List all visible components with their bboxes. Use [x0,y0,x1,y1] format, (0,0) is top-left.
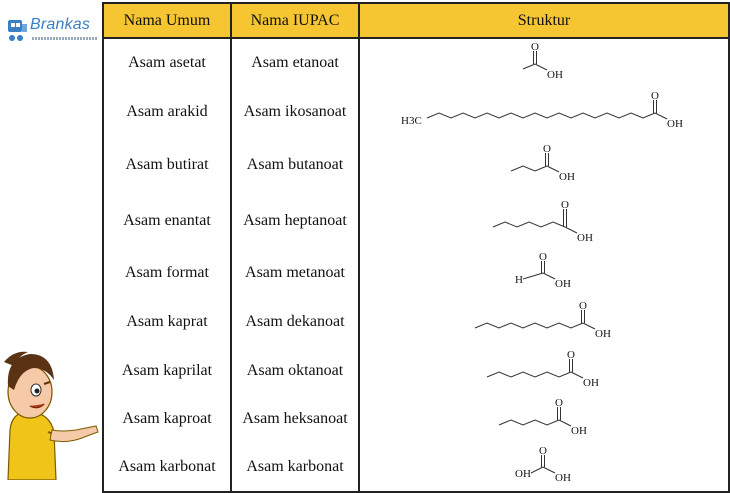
hydroxyl-label: OH [555,278,571,290]
structure-cell: O OH [358,297,730,347]
hydroxyl-label: OH [667,118,683,130]
hydroxyl-label: OH [559,171,575,183]
structure-diagram: O OH [492,199,593,243]
common-name-cell: Asam kaprat [102,297,232,347]
logo-text: Brankas [30,16,91,33]
bond-line [654,112,668,120]
hydroxyl-label: OH [577,232,593,243]
oxygen-label: O [555,397,563,409]
structure-diagram: OH O OH [515,445,571,484]
bond-line [546,165,560,173]
iupac-name-cell: Asam karbonat [230,443,360,493]
structure-cell: O OH [358,38,730,87]
brankas-logo-icon [8,20,27,41]
hydroxyl-label: OH [555,472,571,484]
structure-diagram: O OH [498,397,587,437]
carbon-chain [498,419,560,426]
bond-line [530,466,544,474]
oxygen-label: O [539,251,547,263]
oxygen-label: O [539,445,547,457]
bond-line [542,272,556,280]
logo-tagline [32,37,98,40]
structure-cell: O OH [358,395,730,443]
left-substituent-label: OH [515,468,531,480]
bond-line [534,63,548,71]
oxygen-label: O [561,199,569,211]
common-name-cell: Asam arakid [102,87,232,137]
bond-line [542,466,556,474]
carbon-chain [522,63,536,70]
structure-diagram: H3C O OH [401,90,683,130]
bond-line [582,322,596,330]
bond-line [570,371,584,379]
structure-cell: O OH [358,193,730,249]
bond-line [558,419,572,427]
iupac-name-cell: Asam heptanoat [230,193,360,249]
header-iupac-name: Nama IUPAC [230,2,360,39]
carbon-chain [426,112,656,119]
iupac-name-cell: Asam etanoat [230,38,360,87]
structure-diagram: O OH [522,41,563,81]
common-name-cell: Asam karbonat [102,443,232,493]
oxygen-label: O [579,300,587,312]
left-substituent-label: H [515,274,523,286]
structure-diagram: O OH [486,349,599,389]
oxygen-label: O [531,41,539,53]
hydroxyl-label: OH [595,328,611,340]
carbon-chain [492,221,566,228]
common-name-cell: Asam butirat [102,137,232,193]
methyl-label: H3C [401,115,422,127]
oxygen-label: O [567,349,575,361]
common-name-cell: Asam kaproat [102,395,232,443]
hydroxyl-label: OH [571,425,587,437]
header-common-name: Nama Umum [102,2,232,39]
table-header-row: Nama Umum Nama IUPAC Struktur [102,2,730,39]
structure-diagram: O OH [474,300,611,340]
iupac-name-cell: Asam dekanoat [230,297,360,347]
structure-diagram: O OH [510,143,575,183]
carbon-chain [486,371,572,378]
structure-cell: O OH [358,347,730,395]
iupac-name-cell: Asam metanoat [230,249,360,297]
common-name-cell: Asam enantat [102,193,232,249]
hydroxyl-label: OH [583,377,599,389]
iupac-name-cell: Asam heksanoat [230,395,360,443]
structure-diagram: H O OH [515,251,571,290]
hydroxyl-label: OH [547,69,563,81]
iupac-name-cell: Asam butanoat [230,137,360,193]
common-name-cell: Asam asetat [102,38,232,87]
mascot-illustration [4,351,99,480]
oxygen-label: O [543,143,551,155]
oxygen-label: O [651,90,659,102]
structure-cell: OH O OH [358,443,730,493]
structure-cell: O OH [358,137,730,193]
carbon-chain [474,322,584,329]
structure-cell: H3C O OH [358,87,730,137]
carboxylic-acid-table: Nama Umum Nama IUPAC Struktur Asam aseta… [102,2,730,493]
header-structure: Struktur [358,2,730,39]
common-name-cell: Asam format [102,249,232,297]
structure-cell: H O OH [358,249,730,297]
common-name-cell: Asam kaprilat [102,347,232,395]
iupac-name-cell: Asam oktanoat [230,347,360,395]
iupac-name-cell: Asam ikosanoat [230,87,360,137]
bond-line [564,226,578,234]
brankas-logo: Brankas [6,12,98,46]
carbon-chain [510,165,548,172]
bond-line [522,272,544,280]
